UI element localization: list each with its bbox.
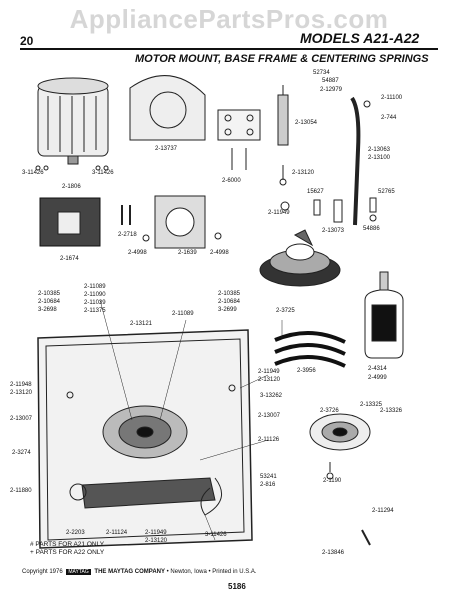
part-label: 2-6000 <box>222 178 241 184</box>
part-label: 2-1190 <box>323 478 342 484</box>
part-label: 2-13120 <box>145 538 168 544</box>
clutch-pulley-illustration <box>259 229 341 287</box>
part-label: 2-13007 <box>258 413 281 419</box>
company-name: THE MAYTAG COMPANY <box>94 569 165 575</box>
footer: Copyright 1976 MAYTAG THE MAYTAG COMPANY… <box>22 569 257 575</box>
part-label: 2-10385 <box>38 291 61 297</box>
part-label: 2-3726 <box>320 408 339 414</box>
part-label: 3-11426 <box>22 170 44 176</box>
part-label: 52765 <box>378 189 395 195</box>
header-rule <box>20 48 438 50</box>
part-label: 53241 <box>260 474 277 480</box>
note-a22-only: + PARTS FOR A22 ONLY <box>30 549 105 556</box>
part-label: 2-816 <box>260 482 276 488</box>
leader-lines <box>99 299 283 541</box>
part-label: 2-4314 <box>368 366 387 372</box>
part-label: 3-13262 <box>260 393 283 399</box>
watermark: AppliancePartsPros.com <box>69 4 389 34</box>
part-label: 2-13073 <box>322 228 345 234</box>
part-label: 2-4999 <box>368 375 387 381</box>
part-label: 2-11100 <box>381 95 403 101</box>
part-label: 54887 <box>322 78 339 84</box>
part-label: 2-10684 <box>38 299 61 305</box>
part-label: 2-10385 <box>218 291 241 297</box>
part-label: 2-13326 <box>380 408 403 414</box>
part-label: 2-4998 <box>210 250 229 256</box>
bracket-set-illustration <box>217 109 261 170</box>
part-label: 3-11426 <box>205 532 227 538</box>
part-label: 3-11426 <box>92 170 114 176</box>
section-title: MOTOR MOUNT, BASE FRAME & CENTERING SPRI… <box>135 53 429 65</box>
maytag-logo: MAYTAG <box>66 569 91 575</box>
motor-plate-illustration <box>39 197 101 247</box>
part-label: 2-3725 <box>276 308 295 314</box>
part-label: 2-10684 <box>218 299 241 305</box>
part-label: 2-11090 <box>84 292 106 298</box>
part-label: 2-3274 <box>12 450 31 456</box>
part-label: 54886 <box>363 226 380 232</box>
base-frame-illustration <box>37 329 253 549</box>
part-label: 2-13054 <box>295 120 318 126</box>
part-label: 2-1674 <box>60 256 79 262</box>
note-a21-only: # PARTS FOR A21 ONLY <box>30 541 105 548</box>
part-label: 2-13120 <box>258 377 281 383</box>
part-label: 2-1806 <box>62 184 81 190</box>
page-number: 20 <box>20 34 34 48</box>
copyright-text: Copyright 1976 <box>22 569 63 575</box>
oil-bottle-illustration <box>364 271 404 359</box>
part-label: 2-11949 <box>145 530 167 536</box>
part-label: 2-11949 <box>268 210 290 216</box>
part-label: 2-11126 <box>258 437 280 443</box>
motor-cover-illustration <box>129 75 206 141</box>
part-label: 52734 <box>313 70 330 76</box>
part-label: 2-11949 <box>258 369 280 375</box>
part-label: 3-2699 <box>218 307 237 313</box>
part-label: 15627 <box>307 189 324 195</box>
part-label: 2-13846 <box>322 550 345 556</box>
part-label: 2-13325 <box>360 402 383 408</box>
part-label: 2-11039 <box>84 300 106 306</box>
part-label: 2-11294 <box>372 508 394 514</box>
part-label: 2-11948 <box>10 382 32 388</box>
page-footer-number: 5186 <box>228 582 246 591</box>
part-label: 2-13063 <box>368 147 391 153</box>
part-label: 2-11375 <box>84 308 106 314</box>
motor-mount-illustration <box>121 195 222 249</box>
motor-illustration <box>35 77 109 171</box>
company-location: • Newton, Iowa • Printed in U.S.A. <box>166 569 257 575</box>
part-label: 2-13120 <box>292 170 315 176</box>
part-label: 2-2718 <box>118 232 137 238</box>
part-label: 2-11880 <box>10 488 32 494</box>
part-label: 2-13120 <box>10 390 33 396</box>
part-label: 2-13737 <box>155 146 178 152</box>
part-label: 2-4998 <box>128 250 147 256</box>
part-label: 2-11089 <box>172 311 194 317</box>
part-label: 2-13007 <box>10 416 33 422</box>
centering-rod-illustration <box>277 85 377 226</box>
pulley-assembly-illustration <box>309 413 371 546</box>
part-label: 2-1639 <box>178 250 197 256</box>
part-label: 2-13121 <box>130 321 153 327</box>
part-label: 2-2203 <box>66 530 85 536</box>
part-label: 2-11089 <box>84 284 106 290</box>
part-label: 2-744 <box>381 115 397 121</box>
part-label: 3-2698 <box>38 307 57 313</box>
part-label: 2-11124 <box>106 530 128 536</box>
centering-springs-illustration <box>274 330 346 368</box>
part-label: 2-13100 <box>368 155 391 161</box>
part-label: 2-12979 <box>320 87 343 93</box>
models-title: MODELS A21-A22 <box>300 30 420 46</box>
part-label: 2-3956 <box>297 368 316 374</box>
